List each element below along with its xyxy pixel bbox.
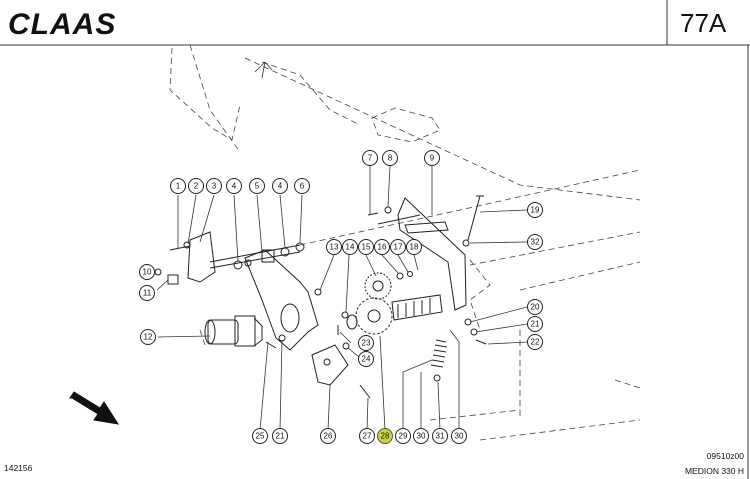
ref-code: 09510z00 (707, 451, 745, 461)
callout-6: 6 (294, 178, 310, 194)
callout-19: 19 (527, 202, 543, 218)
callout-32-label: 32 (531, 238, 540, 247)
leader-lines (146, 164, 528, 431)
callout-28: 28 (377, 428, 393, 444)
callout-9-label: 9 (430, 154, 435, 163)
callout-30b: 30 (451, 428, 467, 444)
callout-22: 22 (527, 334, 543, 350)
callout-23: 23 (358, 335, 374, 351)
callout-3: 3 (206, 178, 222, 194)
tensioner-bracket (377, 197, 467, 311)
callout-20-label: 20 (531, 303, 540, 312)
callout-27: 27 (359, 428, 375, 444)
callout-24-label: 24 (362, 355, 371, 364)
callout-30-label: 30 (417, 432, 426, 441)
model-name: MEDION 330 H (685, 466, 744, 476)
callout-2: 2 (188, 178, 204, 194)
callout-5-label: 5 (255, 182, 260, 191)
callout-25: 25 (252, 428, 268, 444)
callout-25-label: 25 (256, 432, 265, 441)
callout-18-label: 18 (410, 243, 419, 252)
bracket-plate (244, 249, 319, 351)
callout-26: 26 (320, 428, 336, 444)
callout-14-label: 14 (346, 243, 355, 252)
callout-21: 21 (527, 316, 543, 332)
brand-logo: CLAAS (8, 8, 116, 41)
callout-18: 18 (406, 239, 422, 255)
sprockets (346, 272, 393, 335)
callout-21-label: 21 (531, 320, 540, 329)
page-number: 77A (680, 8, 727, 38)
callout-17-label: 17 (394, 243, 403, 252)
callout-8-label: 8 (388, 154, 393, 163)
callout-9: 9 (424, 150, 440, 166)
callout-4: 4 (226, 178, 242, 194)
callout-11: 11 (139, 285, 155, 301)
callout-16-label: 16 (378, 243, 387, 252)
callout-21b: 21 (272, 428, 288, 444)
callout-12: 12 (140, 329, 156, 345)
callout-24: 24 (358, 351, 374, 367)
direction-arrow (69, 391, 120, 425)
callout-27-label: 27 (363, 432, 372, 441)
small-bracket (187, 231, 301, 283)
hardware (154, 206, 487, 399)
doc-number: 142156 (4, 463, 33, 473)
callout-30b-label: 30 (455, 432, 464, 441)
callout-1-label: 1 (176, 182, 181, 191)
callout-5: 5 (249, 178, 265, 194)
callout-1: 1 (170, 178, 186, 194)
callout-29-label: 29 (399, 432, 408, 441)
callout-4b-label: 4 (278, 182, 283, 191)
callout-8: 8 (382, 150, 398, 166)
tension-rod (467, 195, 484, 241)
callout-13-label: 13 (330, 243, 339, 252)
callout-31: 31 (432, 428, 448, 444)
callout-22-label: 22 (531, 338, 540, 347)
callout-4-label: 4 (232, 182, 237, 191)
callout-13: 13 (326, 239, 342, 255)
callout-21b-label: 21 (276, 432, 285, 441)
callout-10: 10 (139, 264, 155, 280)
callout-15-label: 15 (362, 243, 371, 252)
spring (430, 339, 448, 382)
callout-31-label: 31 (436, 432, 445, 441)
callout-20: 20 (527, 299, 543, 315)
hydraulic-motor (204, 315, 263, 347)
callout-16: 16 (374, 239, 390, 255)
callout-30: 30 (413, 428, 429, 444)
callout-26-label: 26 (324, 432, 333, 441)
callout-12-label: 12 (144, 333, 153, 342)
callout-11-label: 11 (143, 289, 152, 298)
shaft (391, 294, 443, 321)
callout-7: 7 (362, 150, 378, 166)
callout-29: 29 (395, 428, 411, 444)
callout-10-label: 10 (143, 268, 152, 277)
callout-17: 17 (390, 239, 406, 255)
callout-32: 32 (527, 234, 543, 250)
callout-2-label: 2 (194, 182, 199, 191)
callout-28-label: 28 (381, 432, 390, 441)
callout-6-label: 6 (300, 182, 305, 191)
callout-14: 14 (342, 239, 358, 255)
machine-outline (169, 44, 641, 441)
valve-block (311, 344, 349, 386)
callout-7-label: 7 (368, 154, 373, 163)
callout-3-label: 3 (212, 182, 217, 191)
callout-15: 15 (358, 239, 374, 255)
callout-19-label: 19 (531, 206, 540, 215)
callout-23-label: 23 (362, 339, 371, 348)
callout-4b: 4 (272, 178, 288, 194)
